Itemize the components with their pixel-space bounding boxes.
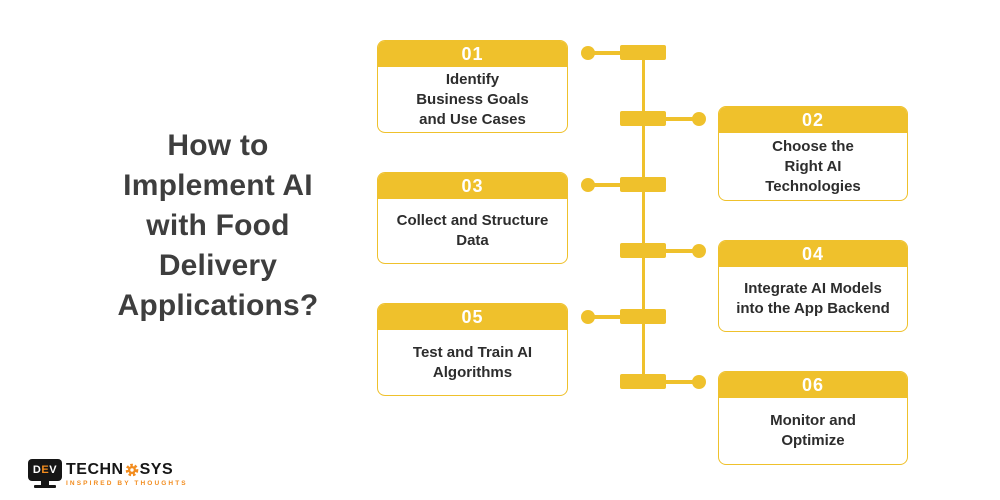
step-label: Monitor and Optimize — [770, 412, 856, 449]
step-card-03: 03 Collect and Structure Data — [377, 172, 568, 264]
step-number-badge: 05 — [378, 304, 567, 330]
step-number-badge: 03 — [378, 173, 567, 199]
timeline-dot — [692, 375, 706, 389]
brand-prefix: TECHN — [66, 461, 124, 478]
step-label: Test and Train AI Algorithms — [412, 343, 533, 381]
timeline-connector — [586, 183, 622, 187]
step-label: Choose the Right AI Technologies — [765, 137, 861, 195]
timeline-connector — [664, 249, 700, 253]
timeline-node — [620, 309, 666, 324]
brand-suffix: SYS — [139, 461, 174, 478]
timeline-connector — [664, 117, 700, 121]
step-card-06: 06 Monitor and Optimize — [718, 371, 908, 465]
timeline-node — [620, 243, 666, 258]
timeline-dot — [692, 112, 706, 126]
step-number-badge: 06 — [719, 372, 907, 398]
timeline-dot — [692, 244, 706, 258]
timeline-dot — [581, 46, 595, 60]
step-label: Collect and Structure Data — [396, 212, 549, 249]
timeline-node — [620, 177, 666, 192]
timeline-node — [620, 111, 666, 126]
timeline-node — [620, 45, 666, 60]
timeline-dot — [581, 178, 595, 192]
timeline-connector — [664, 380, 700, 384]
timeline-node — [620, 374, 666, 389]
step-card-04: 04 Integrate AI Models into the App Back… — [718, 240, 908, 332]
timeline-dot — [581, 310, 595, 324]
step-number-badge: 01 — [378, 41, 567, 67]
step-label: Identify Business Goals and Use Cases — [416, 70, 529, 128]
step-card-05: 05 Test and Train AI Algorithms — [377, 303, 568, 396]
step-card-02: 02 Choose the Right AI Technologies — [718, 106, 908, 201]
step-card-01: 01 Identify Business Goals and Use Cases — [377, 40, 568, 133]
timeline-line — [642, 53, 645, 382]
gear-icon — [125, 463, 139, 477]
step-label: Integrate AI Models into the App Backend — [736, 280, 890, 317]
step-number-badge: 04 — [719, 241, 907, 267]
step-number-badge: 02 — [719, 107, 907, 133]
brand-name: TECHN SYS — [66, 462, 188, 478]
page-title: How to Implement AI with Food Delivery A… — [117, 129, 319, 322]
logo-tagline: INSPIRED BY THOUGHTS — [66, 480, 188, 487]
timeline-connector — [586, 51, 622, 55]
timeline-connector — [586, 315, 622, 319]
